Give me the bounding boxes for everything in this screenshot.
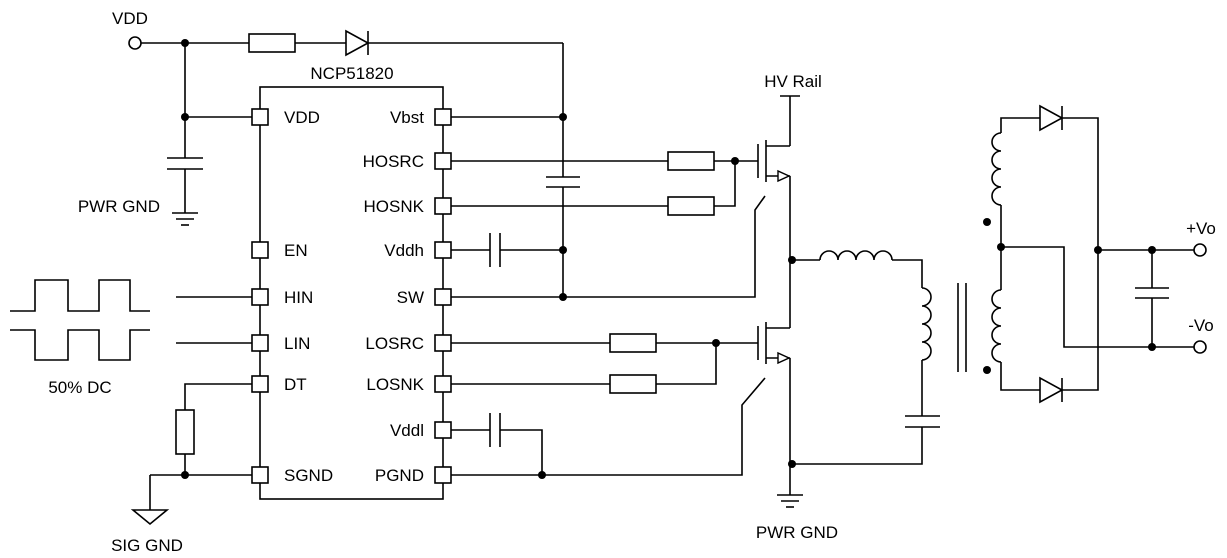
pin-label-sgnd: SGND bbox=[284, 466, 333, 485]
vdd-decoupling-capacitor bbox=[167, 157, 203, 170]
pin-sgnd bbox=[251, 466, 269, 484]
high-side-bias-network bbox=[451, 113, 766, 301]
output-diode-top bbox=[1039, 104, 1064, 132]
polarity-dot bbox=[983, 366, 991, 374]
pin-vbst bbox=[434, 108, 452, 126]
vdd-terminal bbox=[128, 36, 142, 50]
output-capacitor bbox=[1135, 287, 1169, 299]
bootstrap-resistor bbox=[248, 33, 296, 53]
pin-label-hin: HIN bbox=[284, 288, 313, 307]
hosnk-resistor bbox=[667, 196, 715, 216]
bootstrap-diode bbox=[345, 29, 370, 57]
secondary-winding-bottom bbox=[991, 289, 1002, 363]
transformer-core bbox=[957, 283, 967, 372]
dead-time-resistor bbox=[175, 409, 195, 455]
secondary-rectifier: +Vo -Vo bbox=[983, 104, 1216, 404]
pin-vdd bbox=[251, 108, 269, 126]
output-diode-bottom bbox=[1039, 376, 1064, 404]
vdd-label: VDD bbox=[112, 9, 148, 28]
hv-rail-label: HV Rail bbox=[764, 72, 822, 91]
vo-plus-terminal bbox=[1193, 243, 1207, 257]
pin-lin bbox=[251, 334, 269, 352]
pin-label-hosrc: HOSRC bbox=[363, 152, 424, 171]
pwr-gnd-left-symbol bbox=[172, 212, 198, 226]
high-side-gate-network bbox=[451, 151, 758, 216]
high-side-mosfet: HV Rail bbox=[757, 72, 822, 328]
low-side-gate-network bbox=[451, 333, 758, 394]
pin-hosrc bbox=[434, 152, 452, 170]
pin-label-sw: SW bbox=[397, 288, 424, 307]
vo-minus-label: -Vo bbox=[1188, 316, 1214, 335]
junction bbox=[559, 246, 567, 254]
pin-label-dt: DT bbox=[284, 375, 307, 394]
lin-waveform bbox=[10, 329, 150, 361]
pin-label-hosnk: HOSNK bbox=[364, 197, 425, 216]
pin-dt bbox=[251, 375, 269, 393]
duty-cycle-label: 50% DC bbox=[48, 378, 111, 397]
pin-hin bbox=[251, 288, 269, 306]
series-inductor bbox=[819, 250, 893, 261]
pin-label-losrc: LOSRC bbox=[365, 334, 424, 353]
pin-label-lin: LIN bbox=[284, 334, 310, 353]
losrc-resistor bbox=[609, 333, 657, 353]
low-side-bias-network bbox=[451, 377, 766, 479]
ic-name-label: NCP51820 bbox=[310, 64, 393, 83]
pin-label-vddh: Vddh bbox=[384, 241, 424, 260]
pin-en bbox=[251, 241, 269, 259]
pin-label-vddl: Vddl bbox=[390, 421, 424, 440]
hin-waveform bbox=[10, 279, 150, 312]
pin-vddl bbox=[434, 421, 452, 439]
ic-ncp51820: NCP51820 VDD EN HIN LIN DT SGND Vbst HOS… bbox=[251, 64, 452, 500]
vo-plus-label: +Vo bbox=[1186, 219, 1216, 238]
pin-vddh bbox=[434, 241, 452, 259]
pin-sw bbox=[434, 288, 452, 306]
resonant-capacitor bbox=[905, 415, 940, 428]
losnk-resistor bbox=[609, 374, 657, 394]
transformer-primary bbox=[921, 287, 932, 361]
pwr-gnd-left-label: PWR GND bbox=[78, 197, 160, 216]
pwr-gnd-bottom-label: PWR GND bbox=[756, 523, 838, 542]
pin-hosnk bbox=[434, 197, 452, 215]
bootstrap-capacitor bbox=[546, 176, 580, 188]
pin-label-vdd: VDD bbox=[284, 108, 320, 127]
vddh-capacitor bbox=[489, 233, 501, 267]
pin-label-en: EN bbox=[284, 241, 308, 260]
pwr-gnd-bottom-symbol bbox=[777, 494, 803, 508]
polarity-dot bbox=[983, 218, 991, 226]
input-signals: 50% DC bbox=[10, 279, 252, 397]
pin-losnk bbox=[434, 375, 452, 393]
pin-pgnd bbox=[434, 466, 452, 484]
pin-label-vbst: Vbst bbox=[390, 108, 424, 127]
secondary-winding-top bbox=[991, 132, 1002, 206]
resonant-tank bbox=[788, 250, 967, 468]
sig-gnd-symbol bbox=[130, 509, 170, 526]
dead-time-network: SIG GND bbox=[111, 383, 252, 555]
vdd-supply-network: VDD PWR GND bbox=[78, 9, 564, 226]
hosrc-resistor bbox=[667, 151, 715, 171]
vo-minus-terminal bbox=[1193, 340, 1207, 354]
vddl-capacitor bbox=[489, 413, 501, 447]
pin-losrc bbox=[434, 334, 452, 352]
pin-label-pgnd: PGND bbox=[375, 466, 424, 485]
low-side-mosfet: PWR GND bbox=[756, 322, 838, 542]
sig-gnd-label: SIG GND bbox=[111, 536, 183, 555]
pin-label-losnk: LOSNK bbox=[366, 375, 424, 394]
